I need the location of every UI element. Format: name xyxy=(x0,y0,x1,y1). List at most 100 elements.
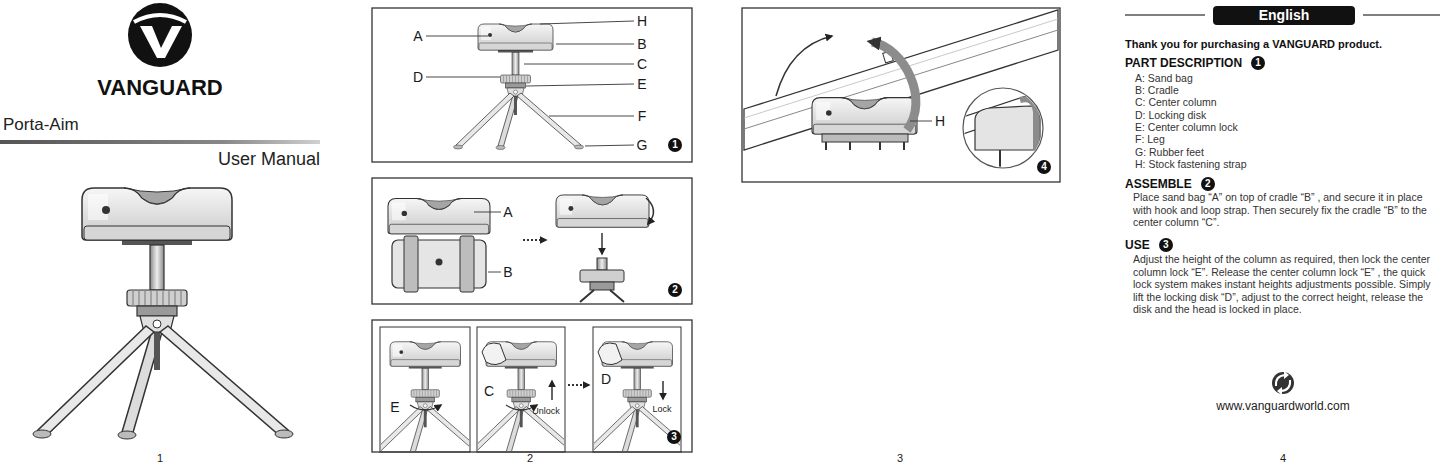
callout-letter: D xyxy=(601,371,611,388)
height-adjust-figure xyxy=(390,342,461,366)
step-number: 2 xyxy=(672,285,678,295)
product-title: Porta-Aim xyxy=(3,115,79,135)
step-number: 3 xyxy=(671,432,677,442)
callout-letter: B xyxy=(503,264,512,281)
brand-logo xyxy=(128,3,192,67)
page-number: 4 xyxy=(1280,452,1286,465)
recycle-icon xyxy=(1272,372,1294,394)
product-illustration xyxy=(33,188,293,439)
height-adjust-figure xyxy=(410,405,441,410)
language-band: English xyxy=(1213,6,1355,25)
brand-logo xyxy=(134,15,186,22)
callout-letter: A xyxy=(503,204,512,221)
step-number-badge: 3 xyxy=(667,430,681,444)
intro-line: Thank you for purchasing a VANGUARD prod… xyxy=(1125,38,1382,51)
stock-strap-figure xyxy=(776,36,832,96)
figure-frames xyxy=(372,8,1060,452)
assembly-figure xyxy=(646,198,654,224)
figure-frames xyxy=(372,178,692,304)
recycle-icon xyxy=(1284,371,1289,379)
height-adjust-figure xyxy=(594,366,680,451)
part-list-item: B: Cradle xyxy=(1135,84,1179,97)
assembly-figure xyxy=(388,198,490,233)
step-number-badge: 2 xyxy=(668,283,682,297)
part-list-item: D: Locking disk xyxy=(1135,109,1206,122)
figure-frames xyxy=(742,8,1060,182)
part-list-item: F: Leg xyxy=(1135,133,1165,146)
section-heading: USE xyxy=(1125,238,1150,252)
height-adjust-figure xyxy=(568,384,589,386)
stock-strap-figure xyxy=(1020,99,1036,150)
step-number-badge: 4 xyxy=(1037,160,1051,174)
stock-strap-figure xyxy=(826,142,904,150)
height-adjust-figure xyxy=(367,342,701,460)
callout-letter: F xyxy=(638,108,647,125)
step-number: 1 xyxy=(672,140,678,150)
height-adjust-figure xyxy=(381,342,469,451)
callout-letter: E xyxy=(637,76,646,93)
leader-lines xyxy=(556,44,634,45)
parts-figure xyxy=(454,24,584,150)
instruction-text: Place sand bag “A” on top of cradle “B” … xyxy=(1133,191,1441,229)
instruction-text: Adjust the height of the column as requi… xyxy=(1133,253,1441,316)
page-number: 2 xyxy=(527,452,533,465)
assembly-figure xyxy=(580,290,624,302)
assembly-figure xyxy=(580,270,624,282)
stock-strap-figure xyxy=(744,10,1058,175)
assembly-figure xyxy=(404,236,418,292)
stock-strap-figure xyxy=(963,88,1043,168)
leader-lines xyxy=(540,21,634,24)
stock-strap-figure xyxy=(960,88,1050,175)
step-number: 4 xyxy=(1041,162,1047,172)
heading-rules xyxy=(1363,14,1440,16)
callout-letter: A xyxy=(413,28,422,45)
figure-frames xyxy=(372,8,692,162)
callout-letter: E xyxy=(390,399,399,416)
action-label: Unlock xyxy=(532,406,560,417)
section-heading: ASSEMBLE xyxy=(1125,177,1192,191)
step-number: 2 xyxy=(1205,179,1211,189)
assembly-figure xyxy=(460,236,474,292)
assembly-figure xyxy=(388,195,654,302)
step-number: 3 xyxy=(1163,240,1169,250)
height-adjust-figure xyxy=(551,381,553,400)
assembly-figure xyxy=(523,239,546,241)
callout-letter: H xyxy=(935,113,945,130)
recycle-icon xyxy=(1281,380,1290,391)
height-adjust-figure xyxy=(598,343,622,365)
assembly-figure xyxy=(601,233,603,254)
part-list-item: H: Stock fastening strap xyxy=(1135,158,1246,171)
leader-lines xyxy=(426,21,634,146)
callout-letter: C xyxy=(484,383,494,400)
callout-letter: G xyxy=(637,137,648,154)
leader-lines xyxy=(426,36,488,37)
step-number-badge: 1 xyxy=(1251,56,1265,70)
part-list-item: G: Rubber feet xyxy=(1135,146,1204,159)
height-adjust-figure xyxy=(478,342,564,451)
height-adjust-figure xyxy=(478,366,564,451)
step-number: 1 xyxy=(1255,58,1261,68)
document-type: User Manual xyxy=(218,149,320,171)
brand-logo xyxy=(140,26,182,58)
step-number-badge: 1 xyxy=(668,138,682,152)
height-adjust-figure xyxy=(381,366,469,451)
leader-lines xyxy=(526,84,634,86)
callout-letter: H xyxy=(637,13,647,30)
page-number: 1 xyxy=(157,452,163,465)
recycle-icon xyxy=(1277,387,1282,395)
stock-strap-figure xyxy=(910,121,932,122)
language-name: English xyxy=(1259,8,1310,22)
leader-lines xyxy=(426,77,500,78)
action-label: Lock xyxy=(652,404,671,415)
heading-rules xyxy=(1125,14,1205,16)
callout-letter: C xyxy=(637,56,647,73)
assembly-figure xyxy=(436,259,443,266)
stock-strap-figure xyxy=(872,42,916,130)
page-number: 3 xyxy=(897,452,903,465)
assembly-figure xyxy=(488,272,501,273)
stock-strap-figure xyxy=(975,106,1040,150)
height-adjust-figure xyxy=(482,343,506,365)
part-list-item: A: Sand bag xyxy=(1135,72,1193,85)
recycle-icon xyxy=(1272,371,1294,395)
